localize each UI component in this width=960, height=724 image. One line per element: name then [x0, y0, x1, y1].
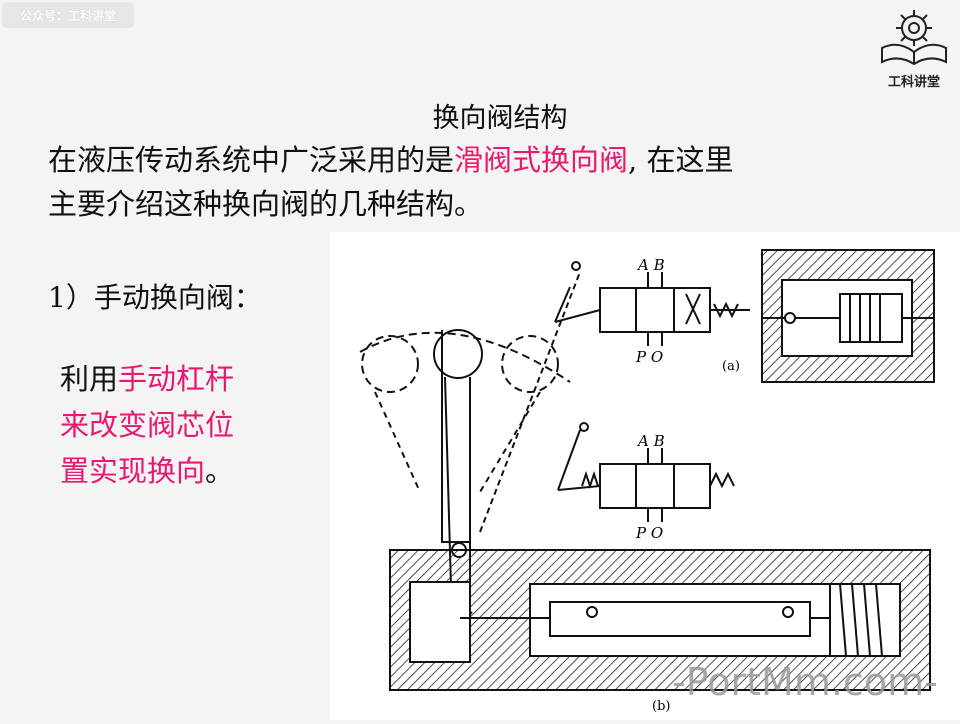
desc-line-1: 利用手动杠杆 — [60, 356, 234, 402]
symbol-b — [557, 422, 735, 522]
wechat-watermark: 公众号：工科讲堂 — [2, 2, 134, 28]
brand-logo: 工科讲堂 — [872, 4, 956, 90]
symbol-a-ports-top: A B — [636, 256, 665, 274]
page-title: 换向阀结构 — [432, 103, 568, 134]
symbol-a-ports-bottom: P O — [635, 348, 663, 366]
description: 利用手动杠杆 来改变阀芯位 置实现换向。 — [60, 356, 234, 494]
intro-paragraph: 在液压传动系统中广泛采用的是滑阀式换向阀, 在这里 主要介绍这种换向阀的几种结构… — [48, 138, 733, 226]
desc-highlight-3: 置实现换向 — [60, 454, 206, 488]
desc-prefix: 利用 — [60, 362, 119, 396]
desc-highlight-1: 手动杠杆 — [118, 362, 235, 396]
intro-text-after: , 在这里 — [628, 143, 734, 177]
footer-watermark: -PortMm.com- — [672, 660, 938, 704]
symbol-b-ports-bottom: P O — [635, 524, 663, 542]
section-a — [761, 249, 935, 383]
symbol-a — [554, 261, 750, 346]
intro-text: 在液压传动系统中广泛采用的是 — [48, 143, 455, 177]
logo-text: 工科讲堂 — [887, 75, 940, 90]
desc-suffix: 。 — [205, 454, 235, 488]
desc-line-2: 来改变阀芯位 — [60, 408, 235, 442]
intro-line-1: 在液压传动系统中广泛采用的是滑阀式换向阀, 在这里 — [48, 138, 733, 182]
gear-book-icon — [881, 10, 947, 66]
intro-line-2: 主要介绍这种换向阀的几种结构。 — [48, 187, 484, 221]
item-heading: 1）手动换向阀： — [48, 281, 262, 314]
desc-line-3: 置实现换向。 — [60, 448, 234, 494]
label-b: (b) — [652, 699, 670, 714]
section-b — [389, 549, 931, 691]
label-a: (a) — [722, 359, 740, 374]
valve-figure: A B P O (a) A B P O — [330, 232, 960, 720]
symbol-b-ports-top: A B — [636, 432, 665, 450]
valve-drawing: A B P O (a) A B P O — [359, 249, 935, 714]
intro-highlight: 滑阀式换向阀 — [454, 143, 629, 177]
